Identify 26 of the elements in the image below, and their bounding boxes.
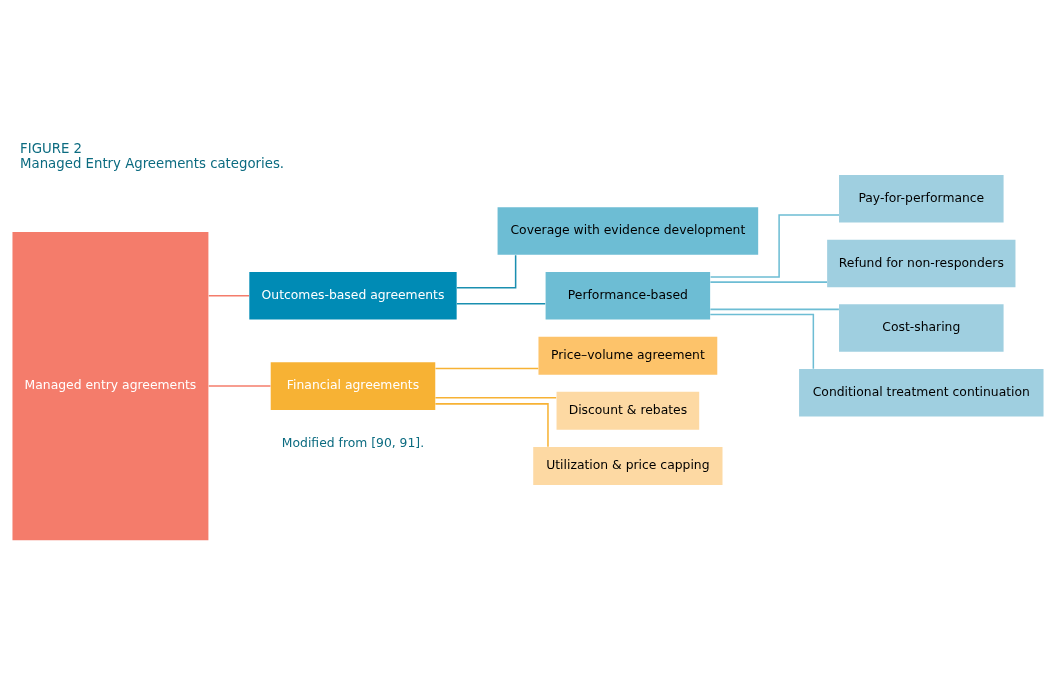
connector <box>709 308 840 310</box>
node-box: Outcomes-based agreements <box>249 271 457 320</box>
connector <box>709 313 815 370</box>
connector <box>434 367 539 369</box>
connector <box>208 294 250 296</box>
connector <box>456 253 517 289</box>
connector <box>709 213 840 278</box>
connector <box>434 396 557 399</box>
node-box: Discount & rebates <box>556 391 700 430</box>
node-box: Managed entry agreements <box>12 231 209 540</box>
node-box: Coverage with evidence development <box>497 206 759 255</box>
connector <box>456 302 546 304</box>
node-box: Cost-sharing <box>839 303 1004 352</box>
diagram-title: FIGURE 2 <box>20 140 83 156</box>
node-box: Financial agreements <box>270 361 436 410</box>
caption: Managed Entry Agreements categories. <box>20 155 285 171</box>
connector <box>709 280 828 283</box>
node-box: Conditional treatment continuation <box>799 368 1044 417</box>
connector <box>208 384 272 387</box>
connector <box>434 402 549 447</box>
node-box: Price–volume agreement <box>538 336 718 375</box>
node-box: Refund for non-responders <box>827 239 1016 287</box>
node-box: Performance-based <box>545 271 711 320</box>
label: Modified from [90, 91]. <box>281 435 425 450</box>
node-box: Utilization & price capping <box>533 446 723 485</box>
node-box: Pay-for-performance <box>839 174 1004 222</box>
